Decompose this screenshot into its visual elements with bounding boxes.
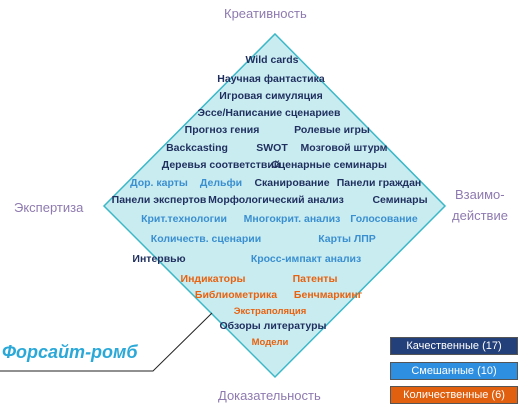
method-label: Wild cards bbox=[245, 54, 299, 66]
corner-label-evidence: Доказательность bbox=[218, 388, 321, 403]
method-label: Панели граждан bbox=[336, 177, 422, 189]
method-label: Прогноз гения bbox=[184, 124, 260, 136]
method-label: Патенты bbox=[292, 273, 338, 285]
method-label: Голосование bbox=[350, 213, 418, 225]
method-label: Дельфи bbox=[199, 177, 243, 189]
corner-label-creativity: Креативность bbox=[224, 6, 307, 21]
corner-label-interaction-1: Взаимо- bbox=[455, 187, 505, 202]
diamond-shape bbox=[102, 32, 447, 379]
legend-item-qualitative: Качественные (17) bbox=[390, 337, 518, 355]
method-label: Игровая симуляция bbox=[219, 90, 323, 102]
method-label: Деревья соответствий bbox=[161, 159, 281, 171]
method-label: Обзоры литературы bbox=[219, 320, 327, 332]
method-label: SWOT bbox=[256, 142, 288, 154]
method-label: Кросс-импакт анализ bbox=[250, 253, 362, 265]
corner-label-interaction-2: действие bbox=[452, 208, 508, 223]
method-label: Карты ЛПР bbox=[318, 233, 376, 245]
method-label: Модели bbox=[251, 337, 289, 348]
method-label: Сценарные семинары bbox=[271, 159, 387, 171]
method-label: Индикаторы bbox=[180, 273, 246, 285]
method-label: Интервью bbox=[132, 253, 186, 265]
method-label: Научная фантастика bbox=[217, 73, 325, 85]
method-label: Многокрит. анализ bbox=[243, 213, 341, 225]
method-label: Дор. карты bbox=[130, 177, 188, 189]
method-label: Панели экспертов bbox=[111, 194, 207, 206]
method-label: Семинары bbox=[372, 194, 428, 206]
method-label: Ролевые игры bbox=[294, 124, 370, 136]
method-label: Морфологический анализ bbox=[208, 194, 344, 206]
diagram-title: Форсайт-ромб bbox=[2, 342, 138, 362]
method-label: Экстраполяция bbox=[233, 306, 307, 317]
method-label: Мозговой штурм bbox=[300, 142, 388, 154]
method-label: Количеств. сценарии bbox=[150, 233, 262, 245]
method-label: Эссе/Написание сценариев bbox=[197, 107, 341, 119]
legend-item-quantitative: Количественные (6) bbox=[390, 386, 518, 404]
method-label: Крит.технологии bbox=[141, 213, 227, 225]
method-label: Backcasting bbox=[166, 142, 228, 154]
legend-item-mixed: Смешанные (10) bbox=[390, 362, 518, 380]
method-label: Бенчмаркинг bbox=[293, 289, 363, 301]
title-pointer-line bbox=[0, 312, 213, 372]
method-label: Библиометрика bbox=[194, 289, 278, 301]
method-label: Сканирование bbox=[254, 177, 330, 189]
corner-label-expertise: Экспертиза bbox=[14, 200, 84, 215]
